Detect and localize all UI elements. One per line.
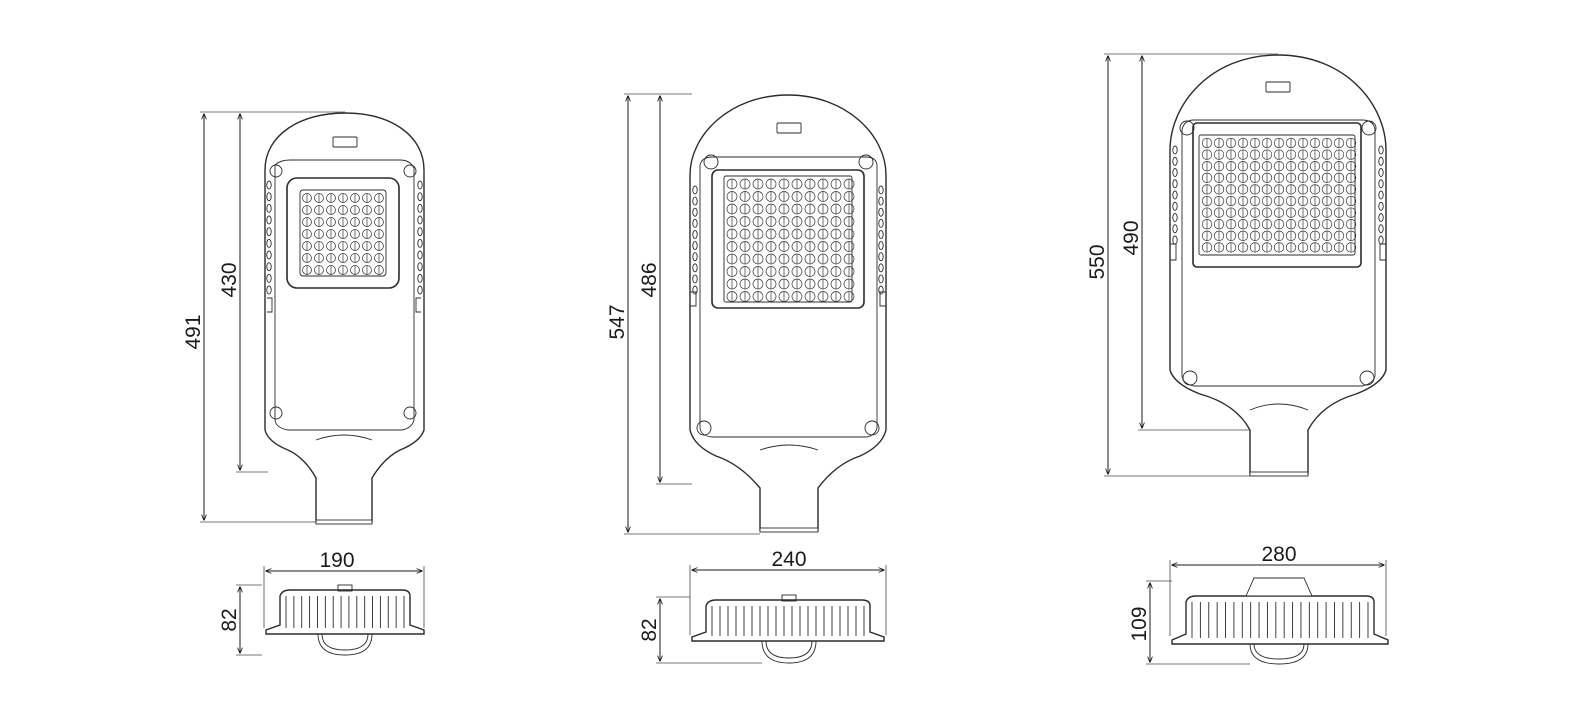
fin — [878, 241, 884, 251]
luminaire-medium: 547 486 240 82 — [606, 93, 887, 664]
fin — [1378, 201, 1384, 211]
label-depth-large: 109 — [1128, 606, 1151, 641]
luminaire-medium-side-view — [691, 594, 885, 664]
fin — [692, 241, 698, 251]
luminaire-small: 491 430 190 82 — [182, 111, 425, 656]
fin — [1378, 145, 1384, 155]
fin — [266, 273, 272, 283]
fin — [692, 207, 698, 217]
label-overall-height-small: 491 — [182, 314, 205, 349]
fin — [417, 180, 423, 190]
label-width-small: 190 — [319, 549, 354, 572]
fin — [1172, 213, 1178, 222]
label-body-height-small: 430 — [218, 262, 241, 297]
luminaire-large-front-view — [1169, 54, 1387, 477]
fin — [878, 218, 884, 228]
fin — [878, 185, 884, 195]
led-lens-array — [1201, 137, 1357, 253]
fin — [1378, 224, 1384, 234]
fin — [692, 229, 698, 239]
luminaire-small-front-view — [264, 112, 425, 525]
fin — [417, 285, 423, 295]
fin — [266, 285, 272, 295]
luminaire-small-side-view — [265, 584, 425, 656]
fin — [417, 203, 423, 213]
label-depth-small: 82 — [218, 608, 241, 631]
fin — [1172, 168, 1178, 177]
fin — [1172, 224, 1178, 234]
fin — [1172, 201, 1178, 211]
fin — [1378, 179, 1384, 189]
fin — [1378, 156, 1384, 166]
label-body-height-large: 490 — [1120, 220, 1143, 255]
fin — [692, 274, 698, 284]
fin — [266, 192, 272, 202]
fin — [266, 262, 272, 272]
fin — [417, 238, 423, 248]
dimension-depth-large: 109 — [1128, 580, 1250, 665]
dimension-body-height-large: 490 — [1120, 56, 1250, 431]
fin — [266, 180, 272, 190]
fin — [266, 203, 272, 213]
fin — [417, 250, 423, 260]
fin — [1378, 190, 1384, 200]
fin — [692, 196, 698, 206]
fin — [878, 252, 884, 262]
luminaire-medium-front-view — [689, 94, 887, 533]
dimension-overall-height-large: 550 — [1086, 53, 1278, 477]
fin — [1172, 179, 1178, 189]
fin — [266, 250, 272, 260]
fin — [878, 196, 884, 206]
fin — [878, 207, 884, 217]
dimension-body-height-small: 430 — [218, 114, 268, 473]
dimension-overall-height-small: 491 — [182, 111, 345, 523]
fin — [878, 285, 884, 295]
led-lens-array — [302, 193, 384, 275]
fin — [1378, 235, 1384, 245]
dimension-depth-small: 82 — [218, 584, 262, 656]
fin — [878, 229, 884, 239]
dimension-depth-medium: 82 — [638, 596, 762, 664]
luminaire-large: 550 490 280 109 — [1086, 53, 1389, 665]
cooling-fins — [1172, 145, 1384, 245]
fin — [417, 192, 423, 202]
fin — [692, 185, 698, 195]
fin — [266, 238, 272, 248]
dimension-body-height-medium: 486 — [638, 96, 692, 485]
cooling-fins — [692, 185, 884, 295]
fin — [1378, 213, 1384, 222]
fin — [417, 227, 423, 237]
luminaire-large-side-view — [1171, 577, 1389, 665]
label-width-large: 280 — [1261, 543, 1296, 566]
fin — [692, 218, 698, 228]
led-lens-array — [726, 178, 855, 302]
label-width-medium: 240 — [771, 548, 806, 571]
label-depth-medium: 82 — [638, 618, 661, 641]
fin — [266, 215, 272, 225]
fin — [417, 215, 423, 225]
fin — [878, 263, 884, 273]
fin — [1378, 168, 1384, 177]
fin — [692, 263, 698, 273]
fin — [1172, 235, 1178, 245]
fin — [1172, 156, 1178, 166]
fin — [692, 252, 698, 262]
fin — [266, 227, 272, 237]
fin — [878, 274, 884, 284]
dimension-width-large: 280 — [1169, 543, 1387, 636]
fin — [417, 273, 423, 283]
label-overall-height-medium: 547 — [606, 304, 629, 339]
label-overall-height-large: 550 — [1086, 244, 1109, 279]
dimension-overall-height-medium: 547 — [606, 93, 760, 535]
dimension-width-medium: 240 — [689, 548, 887, 635]
cooling-fins — [266, 180, 423, 295]
label-body-height-medium: 486 — [638, 262, 661, 297]
fin — [1172, 145, 1178, 155]
fin — [1172, 190, 1178, 200]
fin — [692, 285, 698, 295]
dimension-width-small: 190 — [263, 549, 425, 628]
fin — [417, 262, 423, 272]
